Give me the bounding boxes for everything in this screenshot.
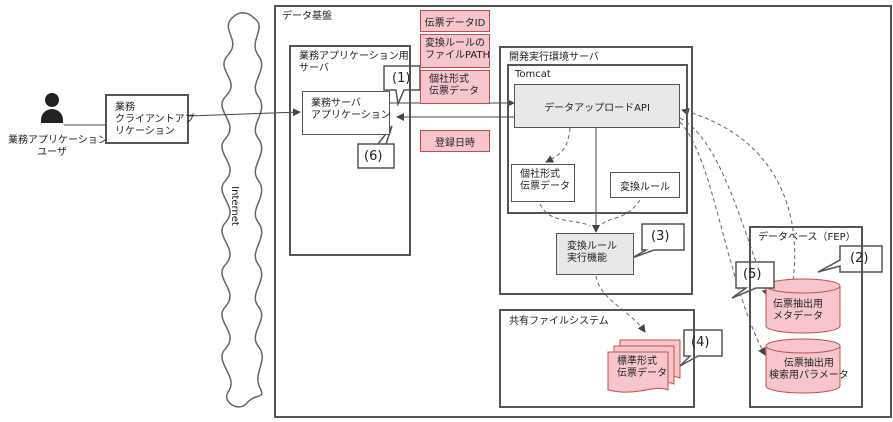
callout-4-label: (4): [691, 335, 710, 350]
callout-3-label: (3): [651, 229, 670, 244]
data-platform-title: データ基盤: [282, 11, 332, 22]
conversion-rule-doc: 変換ルール: [610, 172, 680, 198]
db-params-label: 伝票抽出用 検索用パラメータ: [769, 358, 849, 381]
upload-api-box: データアップロードAPI: [514, 84, 680, 128]
rule-engine-box: 変換ルール 実行機能: [556, 233, 634, 275]
standard-data-label: 標準形式 伝票データ: [617, 356, 667, 379]
shared-fs-box: 共有ファイルシステム: [499, 309, 695, 408]
note-reg-date: 登録日時: [420, 130, 490, 152]
db-fep-title: データベース（FEP）: [758, 232, 856, 243]
callout-4-shape: [679, 329, 723, 367]
client-app-label: 業務 クライアントアプ リケーション: [115, 102, 195, 137]
note-rule-path: 変換ルールの ファイルPATH: [420, 34, 490, 68]
biz-app-label: 業務サーバ アプリケーション: [311, 98, 391, 121]
tomcat-box: Tomcat: [507, 64, 688, 214]
client-app-box: 業務 クライアントアプ リケーション: [105, 94, 195, 144]
callout-2-label: (2): [850, 251, 869, 266]
note-individual-label: 個社形式 伝票データ: [429, 74, 479, 97]
db-meta-cylinder: [765, 278, 841, 334]
callout-1-label: (1): [392, 71, 411, 86]
user-icon: [41, 93, 63, 133]
individual-data-doc: 個社形式 伝票データ: [511, 164, 575, 202]
callout-3-shape: [631, 223, 685, 259]
standard-data-stack: [607, 339, 681, 393]
callout-2-shape: [817, 245, 883, 273]
db-meta-label: 伝票抽出用 メタデータ: [773, 299, 823, 322]
note-individual: 個社形式 伝票データ: [420, 70, 490, 104]
callout-6-shape: [357, 125, 395, 169]
biz-server-title: 業務アプリケーション用 サーバ: [299, 51, 409, 74]
note-slip-id: 伝票データID: [420, 10, 490, 32]
biz-server-box: 業務アプリケーション用 サーバ: [289, 45, 411, 256]
internet-label: Internet: [228, 186, 240, 226]
dev-server-title: 開発実行環境サーバ: [509, 52, 599, 63]
internet-cloud: [221, 12, 263, 408]
data-platform-frame: データ基盤: [274, 5, 892, 418]
rule-engine-label: 変換ルール 実行機能: [567, 241, 617, 264]
dev-server-box: 開発実行環境サーバ: [499, 46, 693, 295]
callout-5-label: (5): [743, 267, 762, 282]
user-label: 業務アプリケーション ユーザ: [8, 135, 108, 158]
individual-data-label: 個社形式 伝票データ: [520, 169, 570, 192]
db-params-cylinder: [765, 338, 841, 394]
db-fep-box: データベース（FEP）: [749, 226, 863, 408]
callout-5-shape: [731, 261, 775, 299]
biz-app-box: 業務サーバ アプリケーション: [302, 91, 391, 135]
shared-fs-title: 共有ファイルシステム: [509, 316, 609, 327]
note-rule-path-label: 変換ルールの ファイルPATH: [425, 38, 491, 61]
callout-6-label: (6): [364, 149, 383, 164]
tomcat-title: Tomcat: [515, 69, 551, 80]
